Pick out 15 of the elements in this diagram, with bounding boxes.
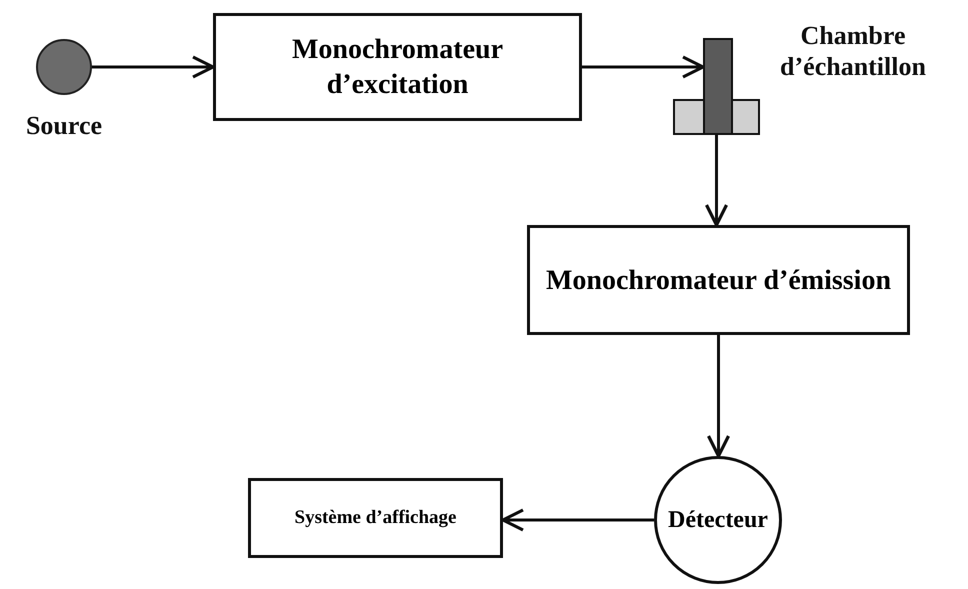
box-label: Système d’affichage — [294, 506, 458, 530]
arrow — [501, 508, 654, 532]
source-label: Source — [24, 110, 104, 142]
box-label: Monochromateur d’excitation — [291, 33, 504, 102]
detector-circle — [654, 456, 782, 584]
arrow — [91, 55, 215, 79]
arrow — [706, 335, 730, 458]
box-label: Monochromateur d’émission — [544, 264, 892, 298]
arrow — [704, 135, 728, 227]
process-box — [527, 225, 910, 335]
process-box — [213, 13, 582, 121]
arrow — [582, 55, 705, 79]
chamber-label: Chambre d’échantillon — [779, 20, 927, 82]
process-box — [248, 478, 503, 558]
detector-label: Détecteur — [668, 506, 768, 534]
